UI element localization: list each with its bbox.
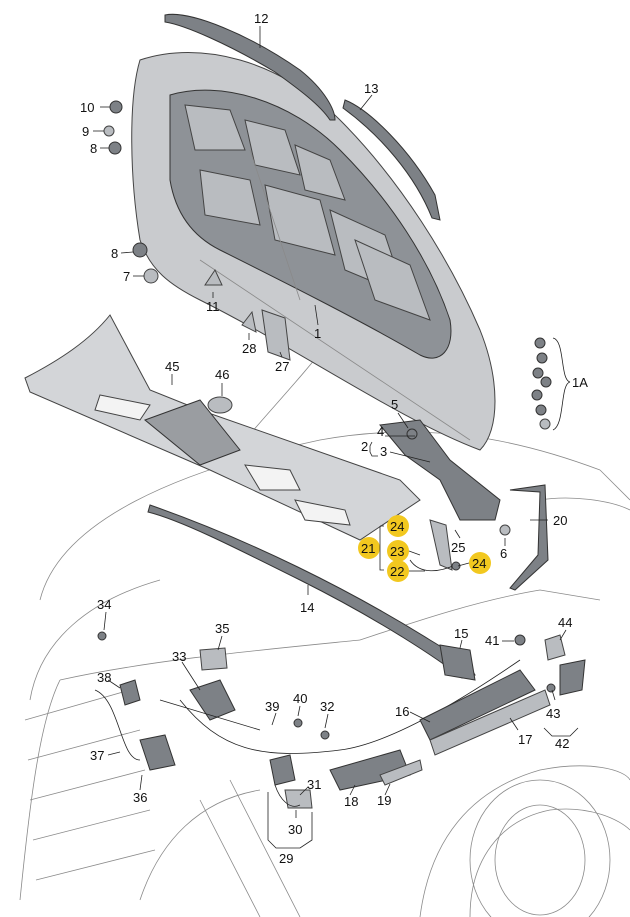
callout-label: 42: [555, 736, 569, 751]
callout-label: 39: [265, 699, 279, 714]
release-mechanism: [94, 631, 521, 786]
callout-label: 19: [377, 793, 391, 808]
callout-label: 3: [380, 444, 387, 459]
hood-seals: [164, 13, 441, 221]
callout-label: 41: [485, 633, 499, 648]
hood-hinge-assembly: [379, 419, 549, 591]
seal-strip-14: [147, 504, 476, 679]
callout-label: 7: [123, 269, 130, 284]
side-trims: [274, 634, 586, 809]
callout-label: 13: [364, 81, 378, 96]
callout-label: 28: [242, 341, 256, 356]
callout-label: 1: [314, 326, 321, 341]
callout-label: 24: [472, 556, 486, 571]
car-body-outline: [19, 339, 630, 917]
callout-label: 8: [111, 246, 118, 261]
callout-label: 10: [80, 100, 94, 115]
callout-label: 44: [558, 615, 572, 630]
callout-label: 46: [215, 367, 229, 382]
cowl-panel: [24, 314, 421, 541]
callout-label: 36: [133, 790, 147, 805]
highlight-badge: [387, 560, 409, 582]
callout-label: 8: [90, 141, 97, 156]
highlight-badge: [469, 552, 491, 574]
callout-label: 5: [391, 397, 398, 412]
callout-label: 12: [254, 11, 268, 26]
callouts: 12 13 10 9 8 8 7 11 28 27 1 1A 45 46 5 4…: [80, 11, 588, 866]
callout-label: 45: [165, 359, 179, 374]
callout-label: 17: [518, 732, 532, 747]
highlight-badge: [387, 515, 409, 537]
callout-label: 37: [90, 748, 104, 763]
callout-label: 22: [390, 564, 404, 579]
callout-label: 23: [390, 544, 404, 559]
callout-label: 15: [454, 626, 468, 641]
callout-label: 21: [361, 541, 375, 556]
callout-label: 29: [279, 851, 293, 866]
callout-label: 27: [275, 359, 289, 374]
hood-switch-cable: [409, 519, 461, 572]
callout-label: 25: [451, 540, 465, 555]
callout-label: 18: [344, 794, 358, 809]
callout-label: 20: [553, 513, 567, 528]
callout-label: 6: [500, 546, 507, 561]
callout-label: 11: [206, 299, 220, 314]
callout-label: 40: [293, 691, 307, 706]
bolt-set-1A: [531, 337, 571, 431]
callout-label: 1A: [572, 375, 588, 390]
callout-label: 31: [307, 777, 321, 792]
callout-label: 35: [215, 621, 229, 636]
callout-label: 14: [300, 600, 314, 615]
callout-label: 4: [377, 424, 384, 439]
callout-label: 43: [546, 706, 560, 721]
callout-label: 2: [361, 439, 368, 454]
hood-fasteners: [103, 100, 291, 361]
callout-label: 30: [288, 822, 302, 837]
callout-label: 9: [82, 124, 89, 139]
highlight-badge: [387, 540, 409, 562]
callout-label: 32: [320, 699, 334, 714]
callout-label: 33: [172, 649, 186, 664]
hood-panel: [131, 52, 496, 451]
callout-label: 16: [395, 704, 409, 719]
highlight-badge: [358, 537, 380, 559]
callout-label: 34: [97, 597, 111, 612]
callout-label: 24: [390, 519, 404, 534]
callout-label: 38: [97, 670, 111, 685]
